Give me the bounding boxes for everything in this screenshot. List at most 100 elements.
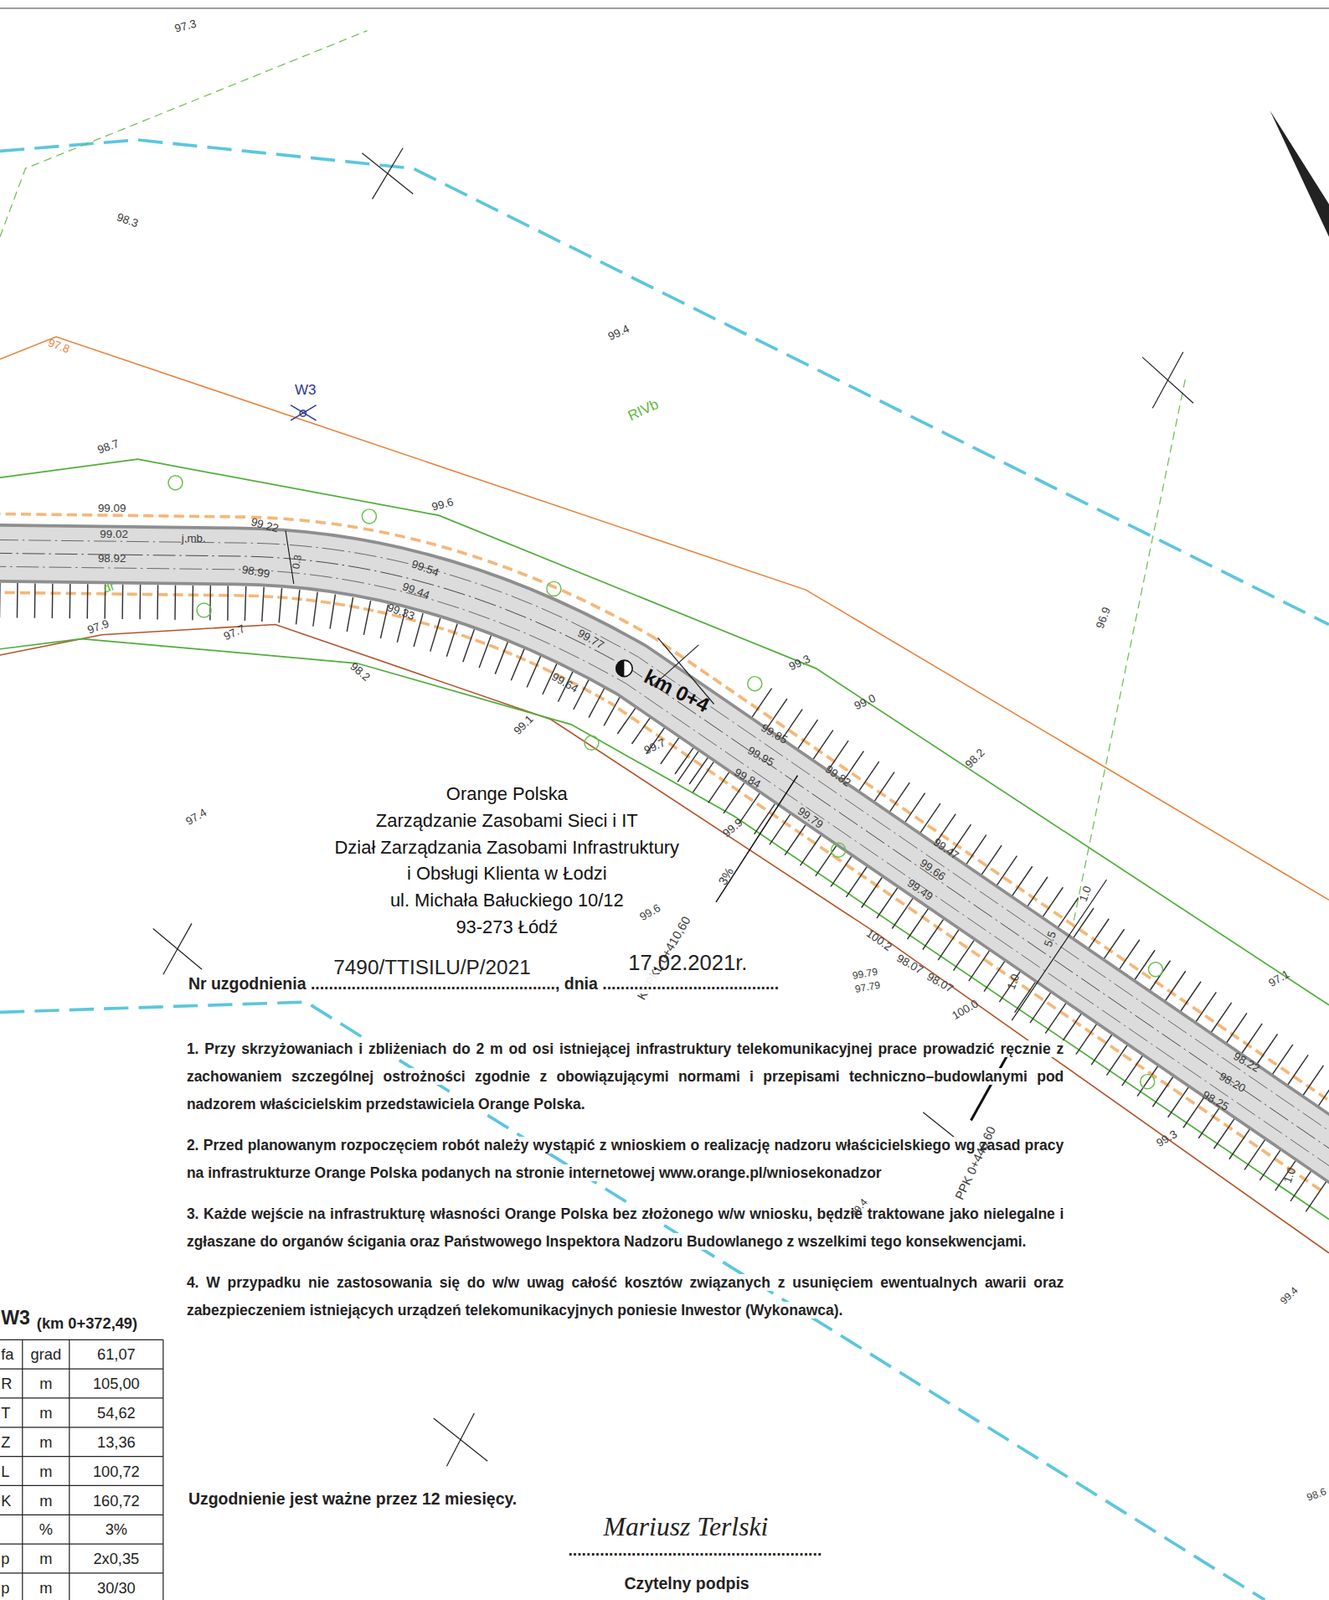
elevation: 99.0 bbox=[851, 690, 877, 712]
elevation: 99.22 bbox=[249, 515, 280, 536]
map-stroke bbox=[0, 1339, 164, 1340]
elevation: 99.85 bbox=[758, 721, 790, 747]
signature: Mariusz Terlski bbox=[602, 1511, 771, 1542]
table-cell: Z bbox=[0, 1432, 11, 1451]
km-marker-fill bbox=[616, 659, 625, 676]
elevation: 99.54 bbox=[409, 556, 441, 579]
note-paragraph-block: 3. Każde wejście na infrastrukturę własn… bbox=[186, 1200, 1064, 1256]
table-cell: 160,72 bbox=[92, 1491, 140, 1510]
elevation: 99.33 bbox=[385, 601, 417, 624]
map-stroke bbox=[0, 1396, 164, 1398]
elevation: 100.2 bbox=[864, 926, 895, 953]
elevation: 97.4 bbox=[183, 805, 209, 828]
soil-class: RIVb bbox=[625, 396, 662, 425]
elevation: 99.1 bbox=[511, 712, 536, 737]
elevation: 99.77 bbox=[575, 626, 607, 652]
road-shoulder bbox=[0, 552, 1329, 1160]
parcel-line bbox=[1066, 379, 1185, 954]
map-stroke bbox=[299, 410, 306, 417]
elevation: 99.64 bbox=[549, 669, 581, 696]
table-title: W3 bbox=[0, 1306, 31, 1329]
dimension-line bbox=[1011, 879, 1107, 1020]
table-title: (km 0+372,49) bbox=[36, 1313, 138, 1332]
road-surface bbox=[0, 552, 1329, 1160]
elevation: 97.8 bbox=[46, 335, 73, 356]
elevation: 97.7 bbox=[221, 621, 248, 643]
road-axis bbox=[0, 552, 1329, 1160]
curve-table bbox=[0, 1339, 164, 1600]
lane-line bbox=[0, 539, 1329, 1147]
well-symbol bbox=[290, 405, 316, 421]
table-cell: m bbox=[39, 1403, 52, 1422]
leader-line bbox=[970, 1050, 1010, 1121]
map-stroke bbox=[546, 581, 562, 596]
table-cell: m bbox=[39, 1432, 52, 1451]
table-cell: 3% bbox=[105, 1519, 128, 1538]
map-stroke bbox=[290, 405, 316, 421]
approval-date: 17.02.2021r. bbox=[628, 950, 747, 975]
signature-line: ........................................… bbox=[567, 1540, 822, 1559]
elevation: 99.84 bbox=[731, 765, 763, 791]
road-edge bbox=[0, 552, 1329, 1160]
map-stroke bbox=[0, 1455, 164, 1457]
surface-label: dr bbox=[101, 579, 117, 597]
stamp-text: 93-273 Łódź bbox=[453, 916, 560, 938]
elevation: 99.4 bbox=[1277, 1283, 1301, 1307]
slope-hatch bbox=[761, 702, 1329, 1121]
elevation: 98.7 bbox=[95, 436, 121, 456]
elevation: 97.1 bbox=[1266, 967, 1292, 990]
point-name: W3 bbox=[294, 381, 317, 399]
elevation: 100.0 bbox=[949, 996, 981, 1022]
chainage-label: PPK 0+446,60 bbox=[952, 1123, 999, 1202]
map-stroke bbox=[0, 1543, 164, 1545]
stamp-text: Orange Polska bbox=[444, 782, 570, 804]
dimension: 1.0 bbox=[1076, 884, 1095, 904]
elevation: 99.02 bbox=[99, 527, 128, 541]
table-cell: p bbox=[0, 1578, 10, 1597]
elevation: 97.3 bbox=[173, 16, 198, 36]
notes-block: 1. Przy skrzyżowaniach i zbliżeniach do … bbox=[186, 1035, 1064, 1338]
elevation: 99.4 bbox=[606, 321, 632, 343]
leader-line bbox=[716, 775, 798, 902]
road-edge-dash bbox=[0, 552, 1329, 1160]
slope-label: 3% bbox=[716, 865, 737, 888]
elevation: 99.7 bbox=[641, 736, 667, 758]
map-stroke bbox=[1148, 962, 1163, 977]
slope-hatch bbox=[687, 766, 1320, 1199]
elevation: 99.6 bbox=[430, 495, 455, 515]
elevation: 96.9 bbox=[1093, 604, 1113, 630]
elevation: 98.22 bbox=[1231, 1049, 1263, 1075]
table-cell: R bbox=[0, 1374, 12, 1392]
elevation: 98.20 bbox=[1216, 1069, 1248, 1095]
elevation: 98.2 bbox=[962, 746, 987, 771]
approval-number: 7490/TTISILU/P/2021 bbox=[333, 955, 531, 979]
map-stroke bbox=[584, 735, 599, 750]
elevation: 99.79 bbox=[794, 803, 825, 831]
map-stroke bbox=[1152, 351, 1184, 408]
table-cell: m bbox=[39, 1462, 52, 1480]
table-cell: grad bbox=[30, 1344, 62, 1363]
elevation: 98.92 bbox=[97, 551, 126, 565]
validity-note: Uzgodnienie jest ważne przez 12 miesięcy… bbox=[186, 1488, 519, 1508]
note-paragraph: 4. W przypadku nie zastosowania się do w… bbox=[186, 1273, 1064, 1319]
dimension: 5.5 bbox=[1041, 928, 1060, 948]
north-arrow-wedge bbox=[1269, 110, 1329, 237]
table-cell: 2x0,35 bbox=[92, 1549, 140, 1567]
map-stroke bbox=[1140, 1074, 1155, 1089]
map-stroke bbox=[163, 922, 192, 974]
note-paragraph: 3. Każde wejście na infrastrukturę własn… bbox=[186, 1205, 1064, 1250]
elevation: 99.49 bbox=[905, 875, 936, 903]
map-stroke bbox=[68, 1339, 70, 1600]
km-marker bbox=[616, 659, 633, 676]
elevation: 99.09 bbox=[97, 501, 126, 515]
elevation: 99.47 bbox=[930, 835, 961, 863]
note-paragraph-block: 1. Przy skrzyżowaniach i zbliżeniach do … bbox=[186, 1035, 1064, 1118]
map-stroke bbox=[0, 1484, 164, 1486]
table-cell: K bbox=[0, 1491, 11, 1510]
elevation: 98.3 bbox=[114, 210, 140, 230]
table-cell: 61,07 bbox=[97, 1344, 136, 1363]
table-cell: 30/30 bbox=[97, 1578, 136, 1597]
grid-cross bbox=[153, 148, 1194, 1467]
km-marker-label: km 0+4 bbox=[640, 664, 714, 717]
